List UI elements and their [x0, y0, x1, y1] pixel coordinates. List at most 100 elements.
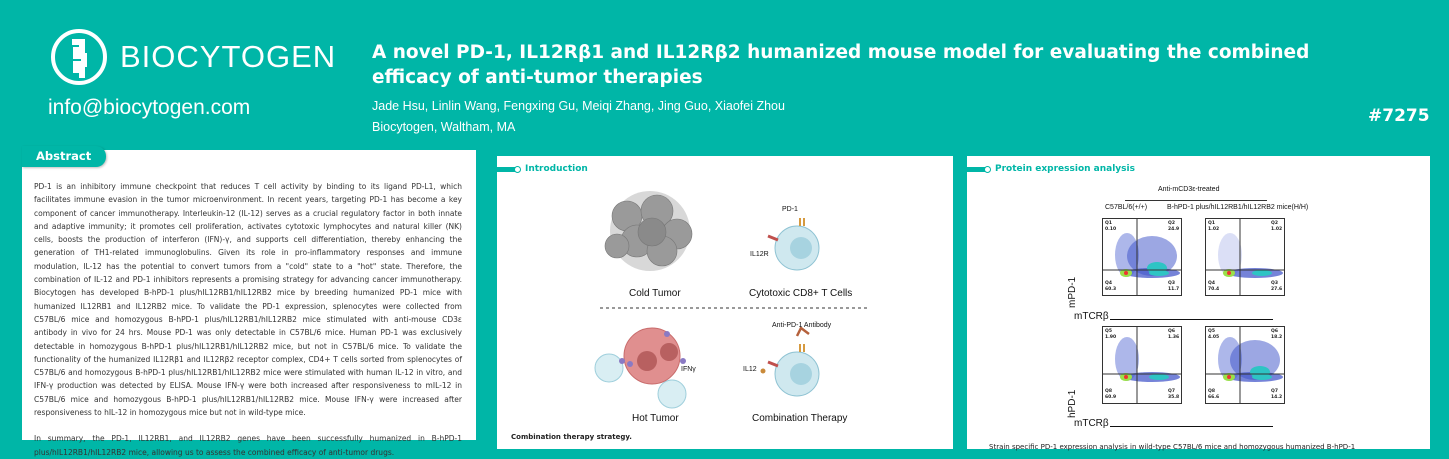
logo: BIOCYTOGEN — [50, 28, 336, 86]
treatment-bracket — [1125, 200, 1267, 201]
poster-title: A novel PD-1, IL12Rβ1 and IL12Rβ2 humani… — [372, 42, 1310, 88]
protein-heading: Protein expression analysis — [967, 164, 1135, 174]
row2-ylabel: hPD-1 — [1067, 389, 1078, 418]
quadrant-percent: 24.9 — [1168, 227, 1180, 232]
quadrant-percent: 14.2 — [1271, 395, 1283, 400]
x-arrow — [1110, 319, 1273, 320]
introduction-panel: Introduction Cold Tumor Cytotoxic CD8+ T… — [497, 156, 953, 449]
quadrant-percent: 60.3 — [1105, 287, 1117, 292]
quadrant-name: Q2 — [1271, 221, 1278, 226]
quadrant-percent: 70.4 — [1208, 287, 1220, 292]
quadrant-name: Q3 — [1168, 281, 1175, 286]
affiliation: Biocytogen, Waltham, MA — [372, 120, 516, 134]
ifng-label: IFNγ — [681, 366, 696, 373]
flow-density — [1205, 218, 1285, 296]
t-cells-label: Cytotoxic CD8+ T Cells — [749, 288, 853, 299]
combination-cell-icon — [760, 326, 820, 397]
quadrant-percent: 11.7 — [1168, 287, 1180, 292]
quadrant-name: Q4 — [1208, 281, 1215, 286]
quadrant-percent: 18.2 — [1271, 335, 1283, 340]
abstract-heading: Abstract — [22, 146, 106, 167]
flow-density — [1205, 326, 1285, 404]
quadrant-name: Q5 — [1208, 329, 1215, 334]
il12r-label: IL12R — [750, 251, 769, 258]
heading-text: Introduction — [525, 164, 588, 174]
intro-caption: Combination therapy strategy. — [511, 433, 632, 441]
heading-text: Protein expression analysis — [995, 164, 1135, 174]
abstract-summary: In summary, the PD-1, IL12RB1, and IL12R… — [34, 434, 462, 457]
quadrant-name: Q3 — [1271, 281, 1278, 286]
combination-label: Combination Therapy — [752, 413, 848, 424]
quadrant-name: Q5 — [1105, 329, 1112, 334]
group1-label: C57BL/6(+/+) — [1105, 204, 1148, 211]
email[interactable]: info@biocytogen.com — [48, 96, 251, 119]
abstract-paragraph: PD-1 is an inhibitory immune checkpoint … — [34, 182, 462, 418]
authors-block: Jade Hsu, Linlin Wang, Fengxing Gu, Meiq… — [372, 96, 785, 138]
heading-marker — [967, 165, 991, 173]
quadrant-name: Q8 — [1105, 389, 1112, 394]
flow-density — [1102, 326, 1182, 404]
row1-xlabel: mTCRβ — [1074, 311, 1109, 322]
group2-label: B-hPD-1 plus/hIL12RB1/hIL12RB2 mice(H/H) — [1167, 204, 1309, 211]
biocytogen-logo-icon — [51, 29, 107, 85]
quadrant-percent: 60.9 — [1105, 395, 1117, 400]
quadrant-percent: 1.90 — [1105, 335, 1117, 340]
flow-density — [1102, 218, 1182, 296]
quadrant-name: Q8 — [1208, 389, 1215, 394]
brand-name: BIOCYTOGEN — [120, 39, 337, 74]
hot-tumor-label: Hot Tumor — [632, 413, 679, 424]
protein-caption: Strain specific PD-1 expression analysis… — [989, 443, 1356, 451]
quadrant-percent: 66.6 — [1208, 395, 1220, 400]
hot-tumor-icon — [594, 327, 687, 409]
quadrant-percent: 1.02 — [1271, 227, 1283, 232]
row1-ylabel: mPD-1 — [1067, 276, 1078, 308]
quadrant-name: Q4 — [1105, 281, 1112, 286]
quadrant-percent: 35.8 — [1168, 395, 1180, 400]
quadrant-percent: 0.10 — [1105, 227, 1117, 232]
quadrant-percent: 4.05 — [1208, 335, 1220, 340]
protein-expression-panel: Protein expression analysis Anti-mCD3ε-t… — [967, 156, 1430, 451]
treatment-label: Anti-mCD3ε-treated — [1158, 186, 1220, 193]
poster-number: #7275 — [1368, 106, 1430, 126]
antibody-label: Anti-PD-1 Antibody — [772, 322, 832, 329]
heading-marker — [497, 165, 521, 173]
combination-therapy-illustration — [594, 191, 867, 409]
quadrant-name: Q1 — [1105, 221, 1112, 226]
quadrant-name: Q6 — [1271, 329, 1278, 334]
quadrant-percent: 1.36 — [1168, 335, 1180, 340]
quadrant-percent: 27.6 — [1271, 287, 1283, 292]
t-cell-icon — [767, 218, 820, 271]
abstract-panel: PD-1 is an inhibitory immune checkpoint … — [22, 150, 476, 457]
x-arrow — [1110, 426, 1273, 427]
quadrant-name: Q7 — [1168, 389, 1175, 394]
pd1-label: PD-1 — [782, 206, 798, 213]
quadrant-name: Q2 — [1168, 221, 1175, 226]
introduction-heading: Introduction — [497, 164, 588, 174]
quadrant-name: Q7 — [1271, 389, 1278, 394]
row2-xlabel: mTCRβ — [1074, 418, 1109, 429]
cold-tumor-label: Cold Tumor — [629, 288, 681, 299]
quadrant-name: Q1 — [1208, 221, 1215, 226]
il12-label: IL12 — [743, 366, 757, 373]
authors: Jade Hsu, Linlin Wang, Fengxing Gu, Meiq… — [372, 99, 785, 113]
cold-tumor-icon — [604, 191, 693, 271]
